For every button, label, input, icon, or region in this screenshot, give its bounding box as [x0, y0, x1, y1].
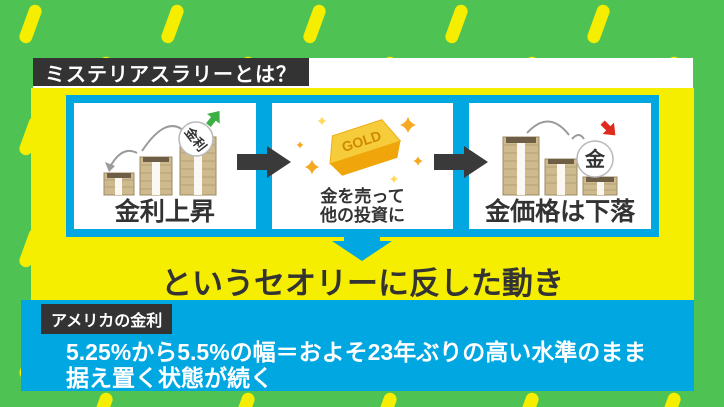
gold-badge-label: 金 [584, 147, 606, 171]
page-title-label: ミステリアスラリーとは？ [45, 63, 297, 86]
right-arrow-icon [237, 146, 291, 178]
right-arrow-icon [434, 146, 488, 178]
down-arrow-icon [332, 231, 392, 261]
us-rates-label: アメリカの金利 [41, 304, 173, 334]
flow-step-label: 金価格は下落 [485, 197, 636, 226]
us-rates-panel: アメリカの金利 5.25%から5.5%の幅＝およそ23年ぶりの高い水準のまま 据… [21, 300, 694, 391]
interest-badge [178, 121, 214, 157]
flow-step-label: 金利上昇 [114, 197, 215, 226]
gold-bar-icon: GOLD [295, 116, 423, 183]
us-rates-line-1: 5.25%から5.5%の幅＝およそ23年ぶりの高い水準のまま [66, 339, 647, 365]
flow-step-label: 金を売って 他の投資に [320, 187, 405, 225]
falling-money-stacks-icon: 金 [502, 120, 618, 196]
us-rates-line-2: 据え置く状態が続く [66, 365, 273, 391]
page-title: ミステリアスラリーとは？ [33, 58, 309, 86]
flow-step-sell-gold: GOLD 金を売って 他の投資に [271, 103, 454, 229]
rising-money-stacks-icon: 金利 [103, 110, 220, 196]
up-arrow-icon [205, 110, 220, 127]
conclusion-text: というセオリーに反した動き [161, 266, 564, 301]
flow-step-price-fall: 金 金価格は下落 [469, 103, 652, 229]
down-red-arrow-icon [600, 120, 616, 136]
flow-step-rate-rise: 金利 金利上昇 [74, 103, 256, 229]
flow-diagram: 金利 金利上昇 GOLD [66, 95, 659, 237]
gold-badge [576, 140, 614, 178]
